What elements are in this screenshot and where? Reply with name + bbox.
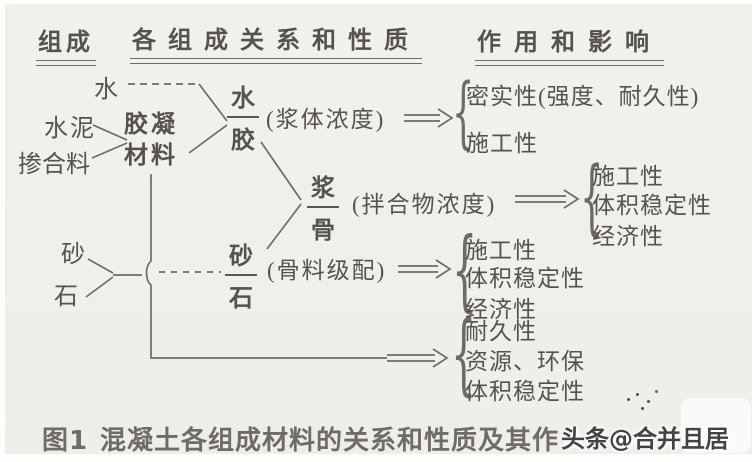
diagram-canvas: 组成 各组成关系和性质 作用和影响 水 水泥 掺合料 胶凝 材料 砂 石 水 胶… <box>5 4 752 456</box>
material-sand: 砂 <box>61 242 87 268</box>
header-effects-label: 作用和影响 <box>477 30 662 56</box>
header-relations-label: 各组成关系和性质 <box>132 28 420 54</box>
material-stone: 石 <box>54 284 80 310</box>
figure-caption: 混凝土各组成材料的关系和性质及其作 <box>100 426 560 456</box>
header-effects-underline <box>475 60 664 66</box>
noise-speckles <box>627 398 630 401</box>
ratio-sand-stone-denominator: 石 <box>229 286 253 312</box>
header-relations-underline <box>130 58 422 64</box>
ratio-water-binder-numerator: 水 <box>227 78 259 118</box>
material-water: 水 <box>94 77 120 103</box>
outcome-g2-economy: 经济性 <box>592 224 664 249</box>
brace-group1: { <box>452 68 475 158</box>
outcome-g3-volume-stability: 体积稳定性 <box>465 266 585 291</box>
outcome-g2-workability: 施工性 <box>592 164 664 189</box>
ratio-paste-aggregate-numerator: 浆 <box>307 168 339 208</box>
outcome-g1-densification: 密实性(强度、耐久性) <box>466 84 700 109</box>
ratio-water-binder-denominator: 胶 <box>231 128 255 154</box>
ratio-sand-stone-numerator: 砂 <box>225 236 257 276</box>
outcome-g2-volume-stability: 体积稳定性 <box>592 193 712 218</box>
ratio-paste-aggregate-denominator: 骨 <box>311 218 335 244</box>
material-admixture: 掺合料 <box>18 152 90 178</box>
outcome-g1-workability: 施工性 <box>466 131 538 156</box>
scan-edge-left <box>0 0 5 462</box>
ratio-sand-stone: 砂 石 <box>225 236 257 313</box>
header-composition: 组成 <box>36 22 96 66</box>
watermark-background-blob <box>681 398 751 453</box>
outcome-g4-volume-stability: 体积稳定性 <box>465 379 585 404</box>
header-effects: 作用和影响 <box>475 22 664 66</box>
ratio-water-binder: 水 胶 <box>227 78 259 155</box>
outcome-g3-workability: 施工性 <box>465 238 537 263</box>
header-composition-label: 组成 <box>38 30 94 56</box>
outcome-g4-durability: 耐久性 <box>465 319 537 344</box>
material-binder-line2: 材料 <box>124 143 178 169</box>
material-binder-line1: 胶凝 <box>124 112 178 138</box>
brace-group3: { <box>452 218 478 321</box>
material-binder: 胶凝 材料 <box>124 110 178 172</box>
scan-edge-bottom <box>0 454 752 462</box>
brace-group4: { <box>451 302 477 405</box>
ratio-paste-aggregate: 浆 骨 <box>307 168 339 245</box>
figure-number: 图1 <box>42 426 89 456</box>
ratio-water-binder-note: (浆体浓度) <box>266 107 386 132</box>
ratio-paste-aggregate-note: (拌合物浓度) <box>352 192 497 217</box>
material-cement: 水泥 <box>44 116 96 142</box>
header-composition-underline <box>36 60 96 66</box>
header-relations: 各组成关系和性质 <box>130 20 422 64</box>
brace-group2: { <box>580 150 604 245</box>
ratio-sand-stone-note: (骨料级配) <box>267 258 387 283</box>
outcome-g3-economy: 经济性 <box>465 297 537 322</box>
outcome-g4-resources-environment: 资源、环保 <box>465 349 585 374</box>
